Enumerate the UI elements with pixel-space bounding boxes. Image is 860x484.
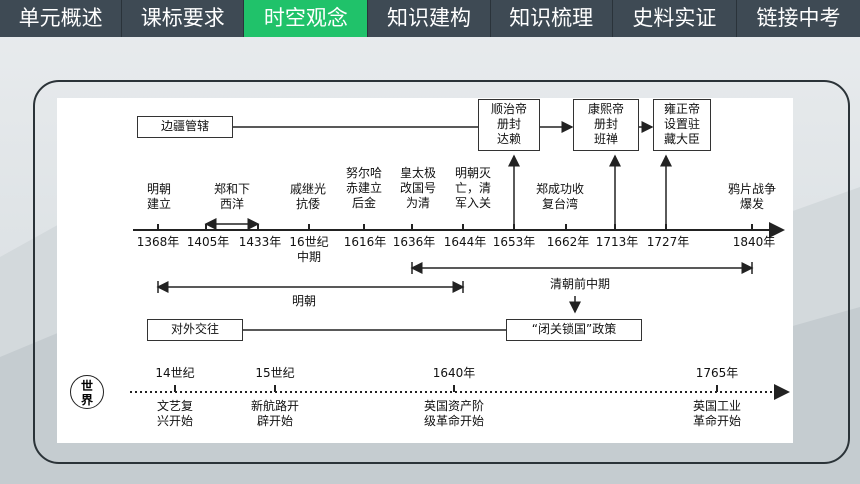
- event-line: 明朝灭: [454, 166, 491, 180]
- year-1840: 1840年: [732, 235, 776, 249]
- event-line: 明朝: [146, 182, 171, 196]
- event-line: 爆发: [739, 197, 764, 211]
- event-line: 后金: [351, 196, 376, 210]
- world-year-14c: 14世纪: [155, 366, 195, 380]
- year-line: 中期: [296, 250, 321, 264]
- box-line: 藏大臣: [663, 132, 700, 146]
- world-event-industrial: 英国工业革命开始: [684, 399, 750, 429]
- shunzhi-box: 顺治帝 册封 达赖: [478, 99, 540, 151]
- tab-spacetime[interactable]: 时空观念: [244, 0, 369, 37]
- event-line: 皇太极: [399, 166, 436, 180]
- world-event-english-revolution: 英国资产阶级革命开始: [414, 399, 494, 429]
- event-opium-war: 鸦片战争爆发: [716, 182, 788, 212]
- event-line: 军入关: [454, 196, 491, 210]
- box-line: 设置驻: [663, 117, 700, 131]
- event-zheng-chenggong: 郑成功收复台湾: [526, 182, 594, 212]
- tab-review[interactable]: 知识梳理: [490, 0, 613, 37]
- year-1433: 1433年: [238, 235, 282, 249]
- year-1405: 1405年: [186, 235, 230, 249]
- world-event-line: 革命开始: [692, 414, 741, 428]
- year-16th-century: 16世纪中期: [285, 235, 333, 265]
- world-event-line: 文艺复: [156, 399, 193, 413]
- event-line: 郑和下: [213, 182, 250, 196]
- world-label: 世界: [70, 375, 104, 409]
- event-line: 戚继光: [289, 182, 326, 196]
- box-line: 册封: [496, 117, 521, 131]
- event-line: 改国号: [399, 181, 436, 195]
- event-line: 努尔哈: [345, 166, 382, 180]
- tab-exam-link[interactable]: 链接中考: [736, 0, 860, 37]
- tab-construction[interactable]: 知识建构: [368, 0, 491, 37]
- world-label-line: 界: [80, 393, 93, 407]
- tab-evidence[interactable]: 史料实证: [612, 0, 737, 37]
- foreign-relations-box: 对外交往: [147, 319, 243, 341]
- world-event-line: 英国资产阶: [423, 399, 484, 413]
- world-event-renaissance: 文艺复兴开始: [150, 399, 200, 429]
- event-huangtaiji: 皇太极改国号为清: [392, 166, 444, 211]
- tab-bar: 单元概述 课标要求 时空观念 知识建构 知识梳理 史料实证 链接中考: [0, 0, 860, 37]
- box-line: 顺治帝: [490, 102, 527, 116]
- tab-curriculum[interactable]: 课标要求: [122, 0, 245, 37]
- box-line: 班禅: [593, 132, 618, 146]
- year-line: 16世纪: [289, 235, 329, 249]
- event-zhenghe: 郑和下西洋: [208, 182, 256, 212]
- year-1368: 1368年: [136, 235, 180, 249]
- world-event-line: 新航路开: [250, 399, 299, 413]
- event-line: 赤建立: [345, 181, 382, 195]
- year-1713: 1713年: [595, 235, 639, 249]
- year-1662: 1662年: [546, 235, 590, 249]
- content-card: [33, 80, 850, 464]
- event-ming-founded: 明朝建立: [140, 182, 178, 212]
- event-nurhaci: 努尔哈赤建立后金: [338, 166, 390, 211]
- event-line: 为清: [405, 196, 430, 210]
- world-year-15c: 15世纪: [255, 366, 295, 380]
- year-1727: 1727年: [646, 235, 690, 249]
- event-line: 亡，清: [454, 181, 491, 195]
- year-1636: 1636年: [392, 235, 436, 249]
- box-line: 康熙帝: [587, 102, 624, 116]
- world-event-line: 兴开始: [156, 414, 193, 428]
- world-event-line: 辟开始: [256, 414, 293, 428]
- kangxi-box: 康熙帝 册封 班禅: [573, 99, 639, 151]
- event-line: 鸦片战争: [727, 182, 776, 196]
- event-line: 建立: [146, 197, 171, 211]
- world-label-line: 世: [80, 379, 93, 393]
- closed-door-policy-box: “闭关锁国”政策: [506, 319, 642, 341]
- world-event-new-routes: 新航路开辟开始: [244, 399, 306, 429]
- event-line: 复台湾: [541, 197, 578, 211]
- yongzheng-box: 雍正帝 设置驻 藏大臣: [653, 99, 711, 151]
- box-line: 册封: [593, 117, 618, 131]
- period-qing-label: 清朝前中期: [549, 277, 610, 291]
- border-admin-box: 边疆管辖: [137, 116, 233, 138]
- event-line: 西洋: [219, 197, 244, 211]
- year-1616: 1616年: [343, 235, 387, 249]
- world-year-1765: 1765年: [695, 366, 739, 380]
- box-line: 雍正帝: [663, 102, 700, 116]
- event-line: 抗倭: [295, 197, 320, 211]
- event-line: 郑成功收: [535, 182, 584, 196]
- event-ming-fall: 明朝灭亡，清军入关: [446, 166, 500, 211]
- box-line: 达赖: [496, 132, 521, 146]
- world-event-line: 英国工业: [692, 399, 741, 413]
- year-1653: 1653年: [492, 235, 536, 249]
- year-1644: 1644年: [443, 235, 487, 249]
- period-ming-label: 明朝: [291, 294, 316, 308]
- tab-overview[interactable]: 单元概述: [0, 0, 123, 37]
- event-qi-jiguang: 戚继光抗倭: [282, 182, 334, 212]
- world-year-1640: 1640年: [432, 366, 476, 380]
- world-event-line: 级革命开始: [423, 414, 484, 428]
